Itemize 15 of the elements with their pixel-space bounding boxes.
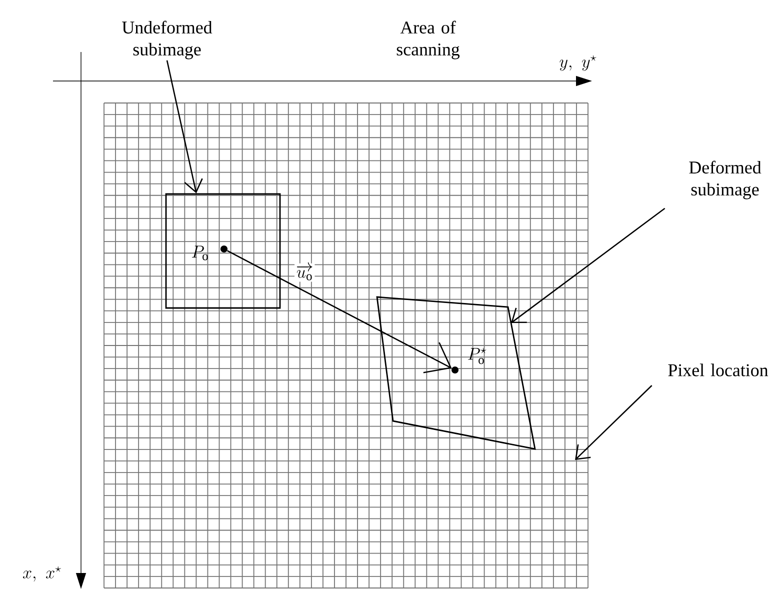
point-label: $P_\mathrm{o}$ [192, 246, 208, 260]
text-label: Deformed subimage [689, 160, 762, 200]
subimage-quadrilateral [376, 296, 536, 450]
text-label: Pixel location [668, 364, 768, 376]
arrow [226, 250, 452, 374]
edge-label: $\overrightarrow{u_\mathrm{o}}$ [294, 262, 315, 282]
point-label: $P_\mathrm{o}^{\star}$ [468, 348, 486, 364]
subimage-box [165, 193, 281, 309]
area-label: Area of scanning [396, 20, 460, 60]
arrow [511, 208, 666, 324]
arrow [575, 385, 652, 460]
text-label: Undeformed subimage [122, 20, 212, 60]
axis-label: $y,\ y^{\star}$ [560, 55, 596, 71]
axis-label: $x,\ x^{\star}$ [22, 566, 62, 582]
arrow [166, 60, 203, 194]
